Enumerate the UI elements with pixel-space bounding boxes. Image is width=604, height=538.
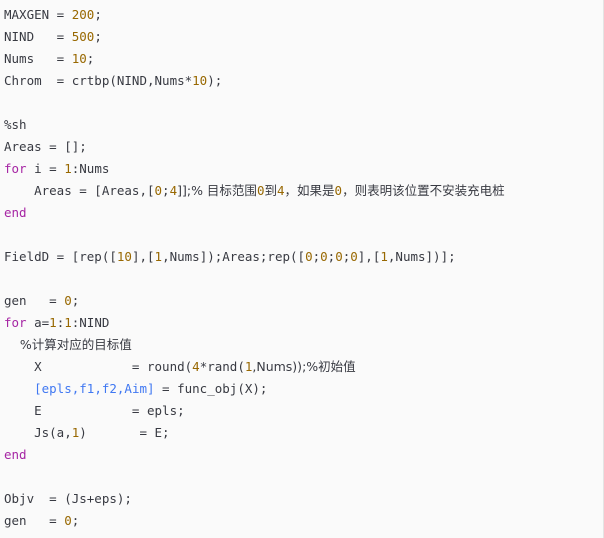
code-line: NIND = 500; (0, 26, 603, 48)
code-token: 0 (350, 249, 358, 264)
code-token: ],[ (131, 249, 155, 264)
code-token: :NIND (71, 315, 110, 330)
code-token: ; (94, 29, 102, 44)
code-token: 1 (64, 161, 72, 176)
code-line: Js(a,1) = E; (0, 422, 603, 444)
code-token: Js(a, (4, 425, 72, 440)
code-token: ; (94, 7, 102, 22)
code-token: 4 (276, 183, 285, 198)
code-token: %sh (4, 117, 27, 132)
code-token: ; (86, 51, 95, 66)
code-token: MAXGEN = (4, 7, 72, 22)
code-token: *rand( (199, 359, 245, 374)
code-token: for (4, 315, 27, 330)
code-token: 0 (64, 293, 72, 308)
code-token: 200 (71, 7, 95, 22)
code-line: Areas = [Areas,[0;4]];% 目标范围0到4，如果是0，则表明… (0, 180, 603, 202)
code-token: ); (207, 73, 223, 88)
code-token: 0 (305, 249, 313, 264)
code-token: ],[ (357, 249, 381, 264)
code-token: Areas = []; (4, 139, 87, 154)
code-token: Areas = [Areas,[ (4, 183, 155, 198)
code-token: 0 (64, 513, 72, 528)
code-token: [epls,f1,f2,Aim] (34, 381, 155, 396)
code-token: : (56, 315, 65, 330)
code-token: 到 (264, 183, 277, 198)
code-token: gen = (4, 293, 65, 308)
code-token: Objv = (Js+eps); (4, 491, 132, 506)
code-line (0, 92, 603, 114)
code-token: 0 (334, 183, 343, 198)
code-line (0, 224, 603, 246)
code-token: 10 (116, 249, 132, 264)
code-token: :Nums (71, 161, 110, 176)
code-token: ; (71, 513, 80, 528)
code-token: 1 (64, 315, 72, 330)
code-token: ,Nums]);Areas;rep([ (162, 249, 306, 264)
code-token: a= (26, 315, 50, 330)
code-token: Chrom = crtbp(NIND,Nums* (4, 73, 193, 88)
code-token: ，如果是 (284, 183, 335, 198)
code-line: end (0, 444, 603, 466)
code-token: 1 (244, 359, 253, 374)
code-token: = func_obj(X); (154, 381, 268, 396)
code-token: ; (71, 293, 80, 308)
code-token: 10 (192, 73, 208, 88)
code-token: 1 (71, 425, 80, 440)
code-token: E = epls; (4, 403, 185, 418)
code-token (4, 381, 34, 396)
code-line (0, 466, 603, 488)
code-line (0, 268, 603, 290)
code-line: FieldD = [rep([10],[1,Nums]);Areas;rep([… (0, 246, 603, 268)
code-token: ]];% 目标范围 (177, 183, 257, 198)
code-line: Areas = []; (0, 136, 603, 158)
code-token: 1 (380, 249, 388, 264)
code-token: X = round( (4, 359, 193, 374)
code-line: end (0, 202, 603, 224)
code-token: ，则表明该位置不安装充电桩 (342, 183, 505, 198)
code-token: for (4, 161, 27, 176)
code-line: Nums = 10; (0, 48, 603, 70)
code-token: ; (327, 249, 336, 264)
code-line: MAXGEN = 200; (0, 4, 603, 26)
code-line: for a=1:1:NIND (0, 312, 603, 334)
code-token: end (4, 205, 27, 220)
code-token: end (4, 447, 27, 462)
code-line: [epls,f1,f2,Aim] = func_obj(X); (0, 378, 603, 400)
code-line: gen = 0; (0, 510, 603, 532)
code-token: i = (26, 161, 65, 176)
code-line: X = round(4*rand(1,Nums));%初始值 (0, 356, 603, 378)
code-token: 10 (71, 51, 87, 66)
code-token: ,Nums));%初始值 (252, 359, 356, 374)
code-line: %sh (0, 114, 603, 136)
code-token: ; (312, 249, 321, 264)
code-token: 0 (154, 183, 163, 198)
code-token: 0 (320, 249, 328, 264)
code-token: NIND = (4, 29, 72, 44)
code-token: 4 (192, 359, 200, 374)
code-token: 500 (71, 29, 95, 44)
code-line: %计算对应的目标值 (0, 334, 603, 356)
code-token: gen = (4, 513, 65, 528)
code-token: ; (342, 249, 351, 264)
code-token: 1 (154, 249, 163, 264)
code-line: Objv = (Js+eps); (0, 488, 603, 510)
code-token: 0 (256, 183, 265, 198)
code-token: ; (162, 183, 170, 198)
code-token: ) = E; (79, 425, 170, 440)
code-token: 4 (169, 183, 178, 198)
code-line: Chrom = crtbp(NIND,Nums*10); (0, 70, 603, 92)
code-line: E = epls; (0, 400, 603, 422)
code-token: FieldD = [rep([ (4, 249, 117, 264)
code-token: Nums = (4, 51, 72, 66)
code-line: gen = 0; (0, 290, 603, 312)
code-token: %计算对应的目标值 (4, 337, 132, 352)
code-token: 0 (335, 249, 343, 264)
code-token: ,Nums])]; (387, 249, 456, 264)
code-token: 1 (49, 315, 57, 330)
code-line: for i = 1:Nums (0, 158, 603, 180)
